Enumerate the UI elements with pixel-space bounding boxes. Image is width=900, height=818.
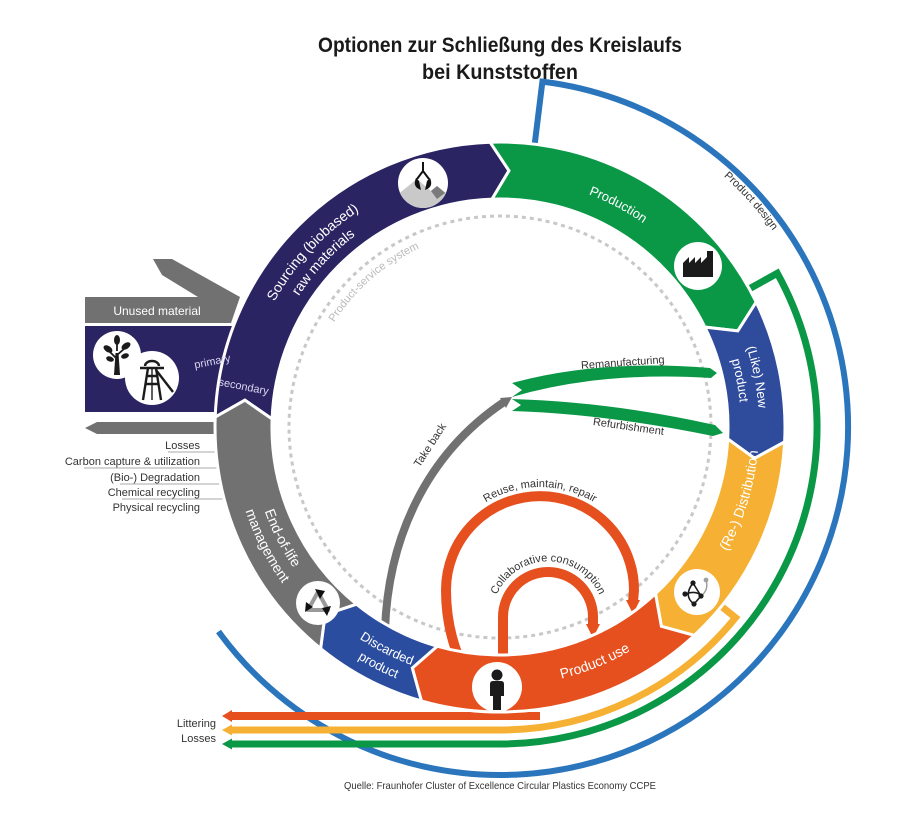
littering-arrowhead xyxy=(222,710,232,722)
take-back-loop xyxy=(381,398,507,631)
product-design-text: Product design xyxy=(722,170,780,233)
product-design-loop xyxy=(216,78,852,779)
stage-production-segment xyxy=(487,140,758,333)
source-citation: Quelle: Fraunhofer Cluster of Excellence… xyxy=(344,780,656,792)
reuse-maintain-repair-loop xyxy=(440,491,640,668)
remanufacturing-arrow xyxy=(512,365,717,397)
green-loss-loop xyxy=(231,268,821,748)
eol-option-degradation: (Bio-) Degradation xyxy=(110,472,200,484)
diagram-title-line1: Optionen zur Schließung des Kreislaufs xyxy=(318,34,682,57)
yellow-loss-loop xyxy=(231,602,741,734)
diagram-title-line2: bei Kunststoffen xyxy=(422,61,578,84)
network-icon xyxy=(674,569,720,615)
collaborative-arrowhead xyxy=(586,624,600,638)
product-design-label: Product design xyxy=(722,170,780,233)
person-icon xyxy=(472,662,522,712)
factory-icon xyxy=(674,242,722,290)
eol-option-physical-recycling: Physical recycling xyxy=(113,502,200,514)
eol-option-carbon-capture: Carbon capture & utilization xyxy=(65,456,200,468)
losses-green-arrowhead xyxy=(222,738,232,750)
littering-label: Littering xyxy=(177,718,216,730)
recycle-icon xyxy=(296,581,340,625)
losses-output-label: Losses xyxy=(181,733,216,745)
losses-yellow-arrowhead xyxy=(222,724,232,736)
eol-option-losses: Losses xyxy=(165,440,200,452)
unused-material-arrow xyxy=(85,259,240,323)
stage-product-use-segment xyxy=(410,590,698,714)
eol-option-chemical-recycling: Chemical recycling xyxy=(108,487,200,499)
take-back-arrowhead xyxy=(500,397,512,408)
collaborative-consumption-loop xyxy=(498,567,598,665)
refurbishment-arrow xyxy=(512,399,723,436)
mine-headframe-icon xyxy=(125,351,179,405)
unused-material-label: Unused material xyxy=(113,304,200,318)
remanufacturing-label: Remanufacturing xyxy=(581,354,665,372)
reuse-arrowhead xyxy=(626,600,640,614)
